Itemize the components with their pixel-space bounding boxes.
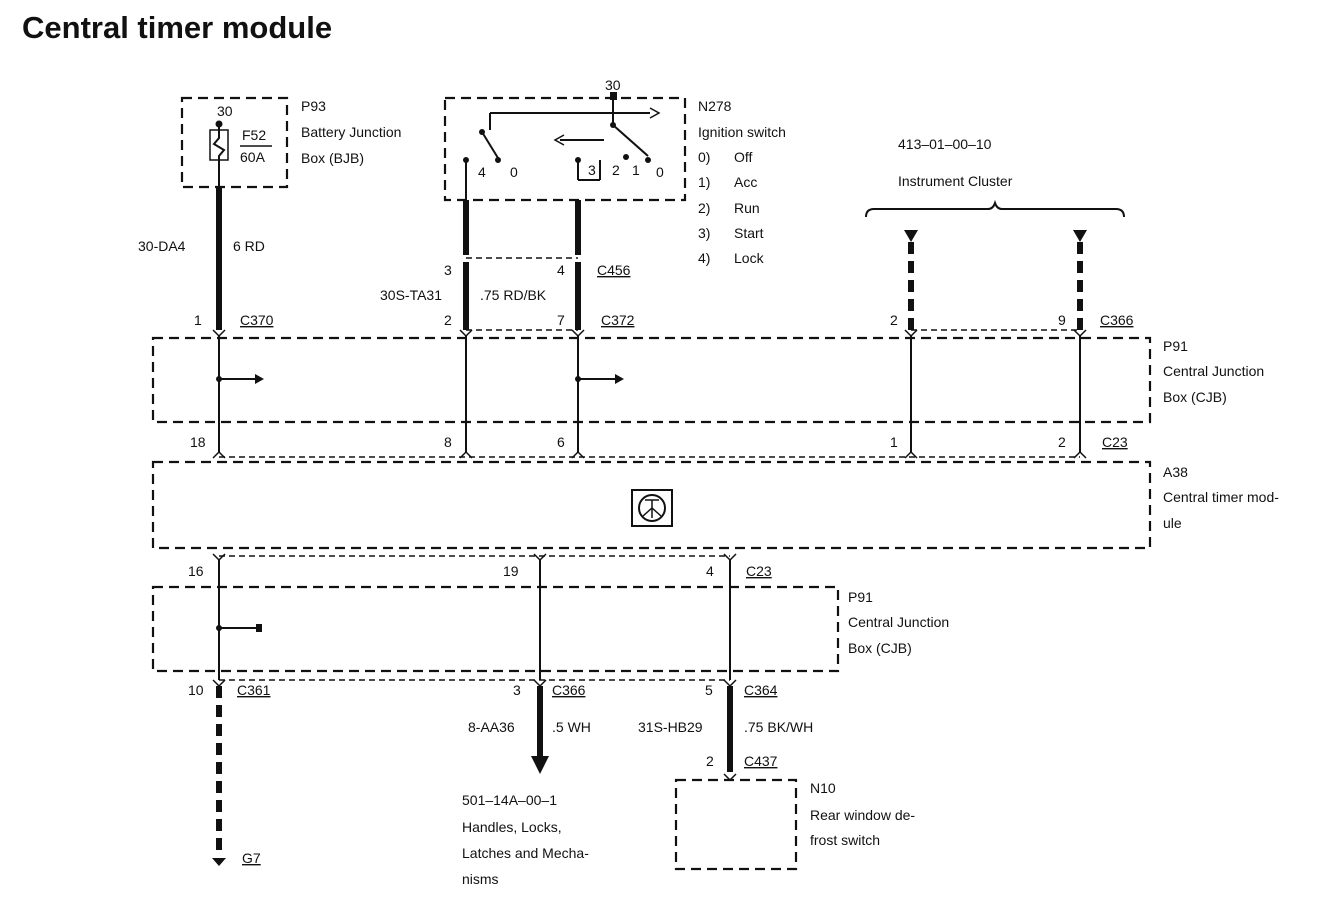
svg-text:Lock: Lock <box>734 250 765 266</box>
cluster-name: Instrument Cluster <box>898 173 1013 189</box>
c456-label: C456 <box>597 262 631 278</box>
cluster-bracket <box>865 199 1125 218</box>
n278-name: Ignition switch <box>698 124 786 140</box>
arrow-right-icon <box>255 374 264 384</box>
n10-name-line1: Rear window de- <box>810 807 915 823</box>
a38-central-timer-module-box <box>151 460 1152 550</box>
n278-terminal-label: 30 <box>605 77 621 93</box>
wire-31s-hb29-circuit: 31S-HB29 <box>638 719 703 735</box>
svg-text:0): 0) <box>698 149 710 165</box>
c370-label: C370 <box>240 312 274 328</box>
c372-pin-a: 2 <box>444 312 452 328</box>
c361-pin: 10 <box>188 682 204 698</box>
a38-name-line1: Central timer mod- <box>1163 489 1279 505</box>
svg-text:1): 1) <box>698 174 710 190</box>
c23-top-pin-1: 1 <box>890 434 898 450</box>
ground-stub-icon <box>256 624 262 632</box>
c372-label: C372 <box>601 312 635 328</box>
n278-contact-4: 4 <box>478 164 486 180</box>
wire-8-aa36-circuit: 8-AA36 <box>468 719 515 735</box>
a38-id: A38 <box>1163 464 1188 480</box>
wire-30-da4-spec: 6 RD <box>233 238 265 254</box>
c23-top-label: C23 <box>1102 434 1128 450</box>
p91-top-name-line1: Central Junction <box>1163 363 1264 379</box>
svg-text:2): 2) <box>698 200 710 216</box>
c372-pin-b: 7 <box>557 312 565 328</box>
g7-label: G7 <box>242 850 261 866</box>
c366-bottom-pin: 3 <box>513 682 521 698</box>
c23-top-pin-6: 6 <box>557 434 565 450</box>
n10-name-line2: frost switch <box>810 832 880 848</box>
c366-top-pin-a: 2 <box>890 312 898 328</box>
p91-bottom-central-junction-box <box>151 585 840 673</box>
c366-top-label: C366 <box>1100 312 1134 328</box>
svg-text:3): 3) <box>698 225 710 241</box>
wire-8-aa36-spec: .5 WH <box>552 719 591 735</box>
c366-bottom-label: C366 <box>552 682 586 698</box>
wire-30-da4-circuit: 30-DA4 <box>138 238 186 254</box>
n278-position-list: 0) Off 1) Acc 2) Run 3) Start 4) Lock <box>698 149 765 266</box>
n278-contact-3: 3 <box>588 162 596 178</box>
p93-fuse-label: F52 <box>242 127 266 143</box>
c366-top-pin-b: 9 <box>1058 312 1066 328</box>
n278-contact-2: 2 <box>612 162 620 178</box>
c23-bottom-pin-16: 16 <box>188 563 204 579</box>
p91-bottom-id: P91 <box>848 589 873 605</box>
p91-top-id: P91 <box>1163 338 1188 354</box>
n278-contact-0-left: 0 <box>510 164 518 180</box>
n10-id: N10 <box>810 780 836 796</box>
c364-pin: 5 <box>705 682 713 698</box>
p93-id: P93 <box>301 98 326 114</box>
p91-top-name-line2: Box (CJB) <box>1163 389 1227 405</box>
n278-id: N278 <box>698 98 732 114</box>
c23-bottom-label: C23 <box>746 563 772 579</box>
cluster-ref: 413–01–00–10 <box>898 136 992 152</box>
c23-bottom-pin-4: 4 <box>706 563 714 579</box>
handles-ref: 501–14A–00–1 <box>462 792 557 808</box>
c364-label: C364 <box>744 682 778 698</box>
wire-30s-ta31-spec: .75 RD/BK <box>480 287 547 303</box>
c370-pin: 1 <box>194 312 202 328</box>
handles-line2: Latches and Mecha- <box>462 845 589 861</box>
p93-name-line2: Box (BJB) <box>301 150 364 166</box>
wire-31s-hb29-spec: .75 BK/WH <box>744 719 813 735</box>
svg-text:Acc: Acc <box>734 174 757 190</box>
p93-name-line1: Battery Junction <box>301 124 401 140</box>
c23-top-pin-8: 8 <box>444 434 452 450</box>
n278-contact-0-right: 0 <box>656 164 664 180</box>
wire-30s-ta31-circuit: 30S-TA31 <box>380 287 442 303</box>
ground-icon <box>212 858 226 866</box>
p93-terminal-label: 30 <box>217 103 233 119</box>
fuse-icon <box>209 124 229 187</box>
c456-pin-a: 3 <box>444 262 452 278</box>
p93-battery-junction-box <box>180 96 289 189</box>
svg-text:Start: Start <box>734 225 764 241</box>
p93-fuse-rating: 60A <box>240 149 266 165</box>
transistor-icon <box>631 489 673 527</box>
c437-label: C437 <box>744 753 778 769</box>
handles-line1: Handles, Locks, <box>462 819 562 835</box>
page-title: Central timer module <box>22 10 332 45</box>
p91-top-central-junction-box <box>151 336 1152 424</box>
p91-bottom-name-line1: Central Junction <box>848 614 949 630</box>
p91-bottom-name-line2: Box (CJB) <box>848 640 912 656</box>
c437-pin: 2 <box>706 753 714 769</box>
n10-rear-window-defrost-switch-box <box>674 778 798 871</box>
c23-top-pin-2: 2 <box>1058 434 1066 450</box>
c23-bottom-pin-19: 19 <box>503 563 519 579</box>
c361-label: C361 <box>237 682 271 698</box>
c456-pin-b: 4 <box>557 262 565 278</box>
arrow-right-icon <box>615 374 624 384</box>
svg-text:4): 4) <box>698 250 710 266</box>
svg-text:Off: Off <box>734 149 753 165</box>
svg-text:Run: Run <box>734 200 760 216</box>
n278-ignition-switch-box <box>443 96 687 202</box>
c23-top-pin-18: 18 <box>190 434 206 450</box>
handles-line3: nisms <box>462 871 499 887</box>
a38-name-line2: ule <box>1163 515 1182 531</box>
n278-contact-1: 1 <box>632 162 640 178</box>
arrow-down-icon <box>531 756 549 774</box>
